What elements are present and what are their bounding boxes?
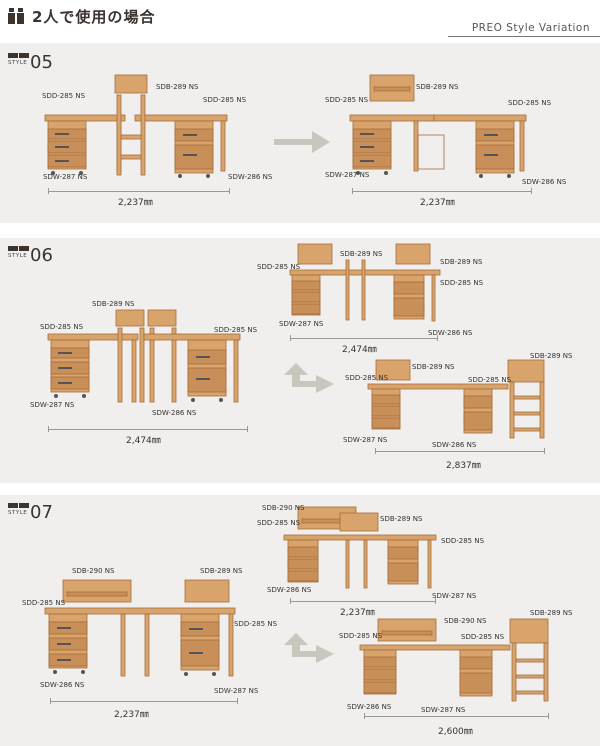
part-label: SDB-289 NS: [200, 567, 243, 575]
part-label: SDW-286 NS: [228, 173, 273, 181]
part-label: SDW-287 NS: [214, 687, 259, 695]
dimension-line: [290, 601, 436, 602]
dimension-line: [352, 191, 532, 192]
width-dimension: 2,237㎜: [420, 198, 455, 208]
desk-illustration: [44, 74, 228, 178]
part-label: SDW-286 NS: [347, 703, 392, 711]
part-label: SDB-289 NS: [530, 352, 573, 360]
page-header: 2人で使用の場合 PREO Style Variation: [0, 0, 600, 40]
part-label: SDD-285 NS: [440, 279, 484, 287]
style-number: 05: [30, 52, 53, 73]
part-label: SDW-287 NS: [432, 592, 477, 600]
dimension-line: [48, 191, 230, 192]
part-label: SDW-287 NS: [30, 401, 75, 409]
dimension-line: [50, 701, 238, 702]
part-label: SDW-286 NS: [152, 409, 197, 417]
part-label: SDW-286 NS: [267, 586, 312, 594]
part-label: SDW-287 NS: [325, 171, 370, 179]
people-icon: [8, 8, 24, 24]
part-label: SDW-287 NS: [279, 320, 324, 328]
part-label: SDB-289 NS: [156, 83, 199, 91]
part-label: SDD-285 NS: [214, 326, 258, 334]
desk-illustration: [359, 618, 549, 702]
part-label: SDB-289 NS: [92, 300, 135, 308]
part-label: SDB-289 NS: [416, 83, 459, 91]
part-label: SDD-285 NS: [40, 323, 84, 331]
desk-illustration: [47, 309, 241, 403]
part-label: SDD-285 NS: [257, 263, 301, 271]
arrow-branch-icon: [284, 633, 334, 663]
part-label: SDB-289 NS: [412, 363, 455, 371]
width-dimension: 2,237㎜: [114, 710, 149, 720]
desk-illustration: [44, 579, 236, 677]
arrow-right-icon: [274, 131, 330, 153]
part-label: SDD-285 NS: [325, 96, 369, 104]
dimension-line: [375, 451, 545, 452]
part-label: SDW-287 NS: [421, 706, 466, 714]
part-label: SDD-285 NS: [461, 633, 505, 641]
desk-illustration: [349, 74, 527, 178]
dimension-line: [364, 716, 549, 717]
part-label: SDW-287 NS: [343, 436, 388, 444]
page-subtitle: PREO Style Variation: [471, 22, 590, 34]
part-label: SDB-290 NS: [262, 504, 305, 512]
part-label: SDB-289 NS: [380, 515, 423, 523]
dimension-line: [290, 338, 438, 339]
desk-illustration: [289, 243, 441, 322]
style-05-panel: STYLE 05 SDD-285 NS SDB-28: [0, 43, 600, 223]
part-label: SDD-285 NS: [508, 99, 552, 107]
part-label: SDB-290 NS: [444, 617, 487, 625]
part-label: SDW-286 NS: [522, 178, 567, 186]
part-label: SDD-285 NS: [22, 599, 66, 607]
desk-illustration: [367, 359, 545, 439]
width-dimension: 2,474㎜: [126, 436, 161, 446]
width-dimension: 2,237㎜: [340, 608, 375, 618]
part-label: SDW-287 NS: [43, 173, 88, 181]
part-label: SDW-286 NS: [428, 329, 473, 337]
style-number: 07: [30, 502, 53, 523]
part-label: SDD-285 NS: [42, 92, 86, 100]
page-title: 2人で使用の場合: [32, 8, 156, 26]
part-label: SDW-286 NS: [432, 441, 477, 449]
part-label: SDB-290 NS: [72, 567, 115, 575]
part-label: SDB-289 NS: [340, 250, 383, 258]
width-dimension: 2,837㎜: [446, 461, 481, 471]
part-label: SDW-286 NS: [40, 681, 85, 689]
part-label: SDD-285 NS: [203, 96, 247, 104]
part-label: SDD-285 NS: [339, 632, 383, 640]
arrow-branch-icon: [284, 363, 334, 393]
part-label: SDB-289 NS: [530, 609, 573, 617]
part-label: SDD-285 NS: [468, 376, 512, 384]
style-number: 06: [30, 245, 53, 266]
style-07-panel: STYLE 07 SDB-290 NS SDB-289 NS SDD-285 N…: [0, 495, 600, 746]
dimension-line: [48, 429, 248, 430]
part-label: SDD-285 NS: [345, 374, 389, 382]
width-dimension: 2,600㎜: [438, 727, 473, 737]
header-rule: [448, 36, 600, 37]
width-dimension: 2,474㎜: [342, 345, 377, 355]
part-label: SDD-285 NS: [257, 519, 301, 527]
width-dimension: 2,237㎜: [118, 198, 153, 208]
desk-illustration: [283, 506, 437, 589]
part-label: SDB-289 NS: [440, 258, 483, 266]
style-06-panel: STYLE 06 SDB-289 NS SDD-285 NS: [0, 238, 600, 483]
part-label: SDD-285 NS: [441, 537, 485, 545]
part-label: SDD-285 NS: [234, 620, 278, 628]
